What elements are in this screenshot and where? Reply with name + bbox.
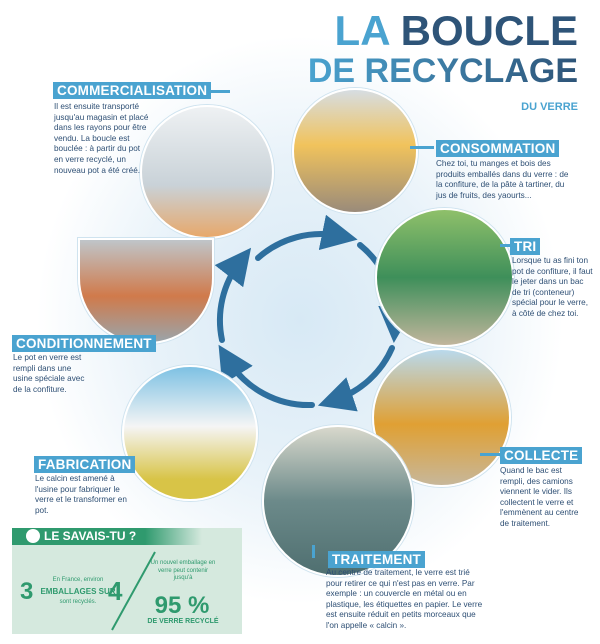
- connector-collecte: [480, 453, 502, 456]
- step-label-tri: TRI: [510, 238, 541, 255]
- fact-divider: [111, 551, 156, 631]
- lightbulb-icon: [26, 529, 40, 543]
- illustration-fabrication: [122, 365, 258, 501]
- title-la: LA: [334, 7, 389, 54]
- page-title: LA BOUCLE DE RECYCLAGE DU VERRE: [308, 10, 578, 113]
- arrow-1: [255, 214, 358, 261]
- step-label-fabrication: FABRICATION: [34, 456, 136, 473]
- title-boucle: BOUCLE: [400, 7, 578, 54]
- illustration-tri: [375, 208, 514, 347]
- illustration-commercialisation: [140, 105, 274, 239]
- step-text-consommation: Chez toi, tu manges et bois des produits…: [436, 159, 569, 200]
- fact-num-4: 4: [108, 576, 123, 606]
- step-label-traitement: TRAITEMENT: [328, 551, 425, 568]
- illustration-conditionnement: [78, 238, 214, 344]
- arrow-4: [218, 344, 315, 409]
- fact-right-small: Un nouvel emballage en verre peut conten…: [150, 560, 216, 581]
- arrow-3: [317, 345, 395, 412]
- fact-right-bottom: DE VERRE RECYCLÉ: [147, 618, 219, 625]
- step-text-tri: Lorsque tu as fini ton pot de confiture,…: [512, 256, 593, 318]
- fact-left-mid: EMBALLAGES SUR: [40, 587, 116, 596]
- step-label-commercialisation: COMMERCIALISATION: [53, 82, 212, 99]
- step-text-commercialisation: Il est ensuite transporté jusqu'au magas…: [54, 102, 149, 175]
- fact-left-bottom: sont recyclés.: [59, 599, 97, 605]
- connector-consommation: [410, 146, 434, 149]
- title-recyclage: DE RECYCLAGE: [307, 52, 578, 90]
- step-text-traitement: Au centre de traitement, le verre est tr…: [326, 568, 483, 630]
- step-text-conditionnement: Le pot en verre est rempli dans une usin…: [13, 353, 85, 394]
- connector-traitement: [312, 545, 315, 558]
- fact-box: [12, 528, 242, 634]
- step-label-consommation: CONSOMMATION: [436, 140, 560, 157]
- fact-num-3: 3: [20, 578, 34, 605]
- arrow-5: [214, 247, 252, 343]
- illustration-consommation: [292, 88, 418, 214]
- step-label-collecte: COLLECTE: [500, 447, 583, 464]
- connector-commercialisation: [200, 90, 230, 93]
- connector-tri: [500, 244, 512, 247]
- fact-left-small: En France, environ: [52, 577, 104, 583]
- title-subtitle: DU VERRE: [521, 101, 578, 113]
- fact-box-heading: LE SAVAIS-TU ?: [44, 529, 137, 543]
- step-text-collecte: Quand le bac est rempli, des camions vie…: [500, 466, 579, 528]
- fact-right-big: 95 %: [154, 592, 210, 619]
- step-label-conditionnement: CONDITIONNEMENT: [12, 335, 156, 352]
- step-text-fabrication: Le calcin est amené à l'usine pour fabri…: [35, 474, 127, 515]
- fact-box-header: LE SAVAIS-TU ?: [12, 528, 202, 545]
